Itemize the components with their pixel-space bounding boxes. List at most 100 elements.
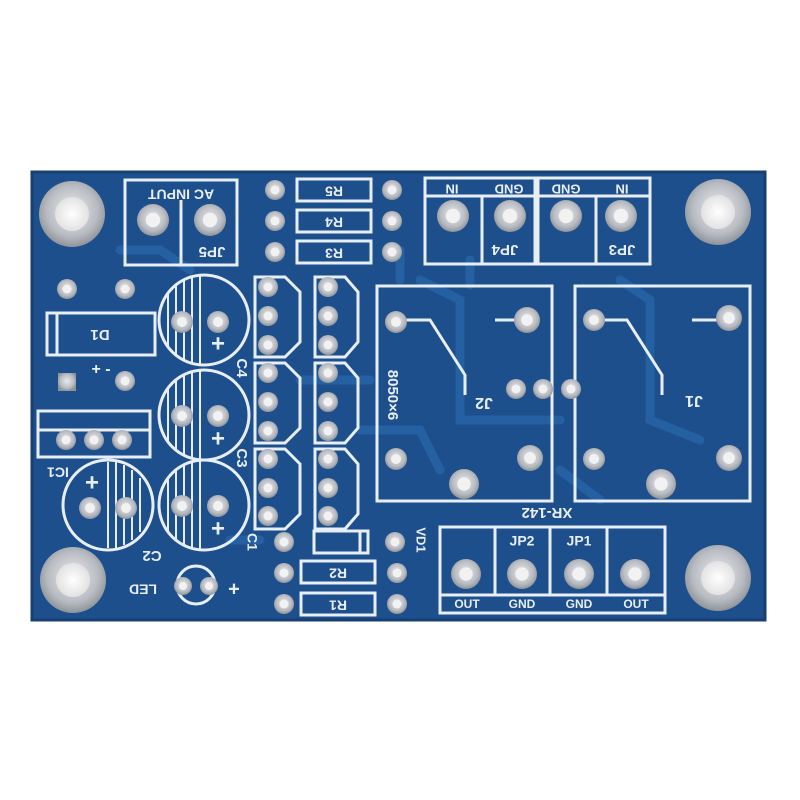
solder-pad bbox=[265, 211, 285, 231]
label-r1: R1 bbox=[329, 597, 347, 613]
label-led: LED bbox=[129, 581, 157, 597]
solder-pad bbox=[265, 242, 285, 262]
solder-pad bbox=[274, 563, 294, 583]
solder-pad bbox=[265, 180, 285, 200]
solder-pad bbox=[550, 200, 582, 232]
solder-pad bbox=[258, 449, 278, 469]
solder-pad bbox=[318, 392, 338, 412]
square-pad bbox=[58, 373, 76, 391]
solder-pad bbox=[207, 495, 229, 517]
solder-pad bbox=[274, 594, 294, 614]
solder-pad bbox=[115, 371, 135, 391]
label-d1-polarity: + - bbox=[91, 361, 110, 378]
solder-pad bbox=[382, 180, 402, 200]
label-j1: J1 bbox=[685, 392, 703, 409]
solder-pad bbox=[174, 577, 192, 595]
solder-pad bbox=[385, 448, 407, 470]
label-out-left: OUT bbox=[454, 597, 480, 611]
solder-pad bbox=[56, 430, 76, 450]
label-in-left: IN bbox=[446, 182, 459, 197]
label-r3: R3 bbox=[325, 245, 343, 261]
mounting-hole bbox=[40, 547, 106, 613]
solder-pad bbox=[318, 306, 338, 326]
solder-pad bbox=[258, 421, 278, 441]
solder-pad bbox=[171, 311, 193, 333]
label-ic1: IC1 bbox=[47, 464, 69, 480]
solder-pad bbox=[258, 306, 278, 326]
solder-pad bbox=[79, 497, 101, 519]
solder-pad bbox=[318, 335, 338, 355]
mounting-hole bbox=[685, 179, 751, 245]
silkscreen-text: AC INPUT JP5 R5 R4 R3 D1 C4 C3 C2 C1 IC1… bbox=[47, 182, 703, 614]
solder-pad bbox=[561, 379, 581, 399]
solder-pad bbox=[318, 277, 338, 297]
solder-pad bbox=[716, 305, 742, 331]
silkscreen-outlines bbox=[36, 176, 752, 617]
label-c5-plus: + bbox=[211, 515, 225, 542]
solder-pad bbox=[533, 379, 553, 399]
solder-pad bbox=[387, 594, 407, 614]
label-c2-plus: + bbox=[85, 469, 99, 496]
label-ac-input: AC INPUT bbox=[148, 186, 215, 202]
solder-pad bbox=[200, 577, 218, 595]
label-in-right: IN bbox=[616, 182, 629, 197]
label-c3: C3 bbox=[233, 448, 250, 467]
label-c1: C1 bbox=[244, 533, 260, 551]
solder-pads bbox=[56, 180, 742, 614]
solder-pad bbox=[171, 495, 193, 517]
label-relay-code: 8050×6 bbox=[384, 370, 401, 420]
solder-pad bbox=[258, 478, 278, 498]
solder-pad bbox=[382, 242, 402, 262]
label-jp3: JP3 bbox=[609, 241, 636, 258]
solder-pad bbox=[517, 445, 543, 471]
solder-pad bbox=[716, 445, 742, 471]
solder-pad bbox=[387, 563, 407, 583]
label-model: XR-142 bbox=[522, 504, 573, 521]
solder-pad bbox=[514, 307, 540, 333]
solder-pad bbox=[605, 200, 637, 232]
label-c4: C4 bbox=[233, 358, 250, 378]
solder-pad bbox=[274, 532, 294, 552]
mounting-hole bbox=[685, 545, 751, 611]
label-r4: R4 bbox=[325, 214, 343, 230]
solder-pad bbox=[258, 363, 278, 383]
label-vd1: VD1 bbox=[414, 527, 429, 552]
solder-pad bbox=[318, 363, 338, 383]
solder-pad bbox=[258, 506, 278, 526]
label-out-right: OUT bbox=[623, 597, 649, 611]
label-gnd-bottom-left: GND bbox=[509, 597, 536, 611]
label-jp4: JP4 bbox=[491, 241, 518, 258]
solder-pad bbox=[507, 559, 537, 589]
solder-pad bbox=[318, 421, 338, 441]
solder-pad bbox=[258, 335, 278, 355]
solder-pad bbox=[57, 279, 77, 299]
solder-pad bbox=[137, 204, 169, 236]
label-jp2: JP2 bbox=[510, 533, 535, 549]
label-jp5: JP5 bbox=[199, 243, 226, 260]
solder-pad bbox=[385, 532, 405, 552]
solder-pad bbox=[506, 379, 526, 399]
label-r2: R2 bbox=[329, 565, 347, 581]
solder-pad bbox=[171, 405, 193, 427]
solder-pad bbox=[620, 559, 650, 589]
solder-pad bbox=[112, 430, 132, 450]
solder-pad bbox=[258, 392, 278, 412]
solder-pad bbox=[318, 449, 338, 469]
solder-pad bbox=[382, 211, 402, 231]
solder-pad bbox=[258, 277, 278, 297]
label-gnd-left: GND bbox=[495, 182, 524, 197]
solder-pad bbox=[564, 559, 594, 589]
solder-pad bbox=[451, 559, 481, 589]
solder-pad bbox=[115, 279, 135, 299]
label-jp1: JP1 bbox=[567, 533, 592, 549]
solder-pad bbox=[646, 469, 676, 499]
solder-pad bbox=[437, 200, 469, 232]
solder-pad bbox=[84, 430, 104, 450]
solder-pad bbox=[115, 497, 137, 519]
solder-pad bbox=[318, 478, 338, 498]
solder-pad bbox=[494, 200, 526, 232]
solder-pad bbox=[207, 405, 229, 427]
solder-pad bbox=[449, 469, 479, 499]
label-d1: D1 bbox=[90, 326, 109, 343]
